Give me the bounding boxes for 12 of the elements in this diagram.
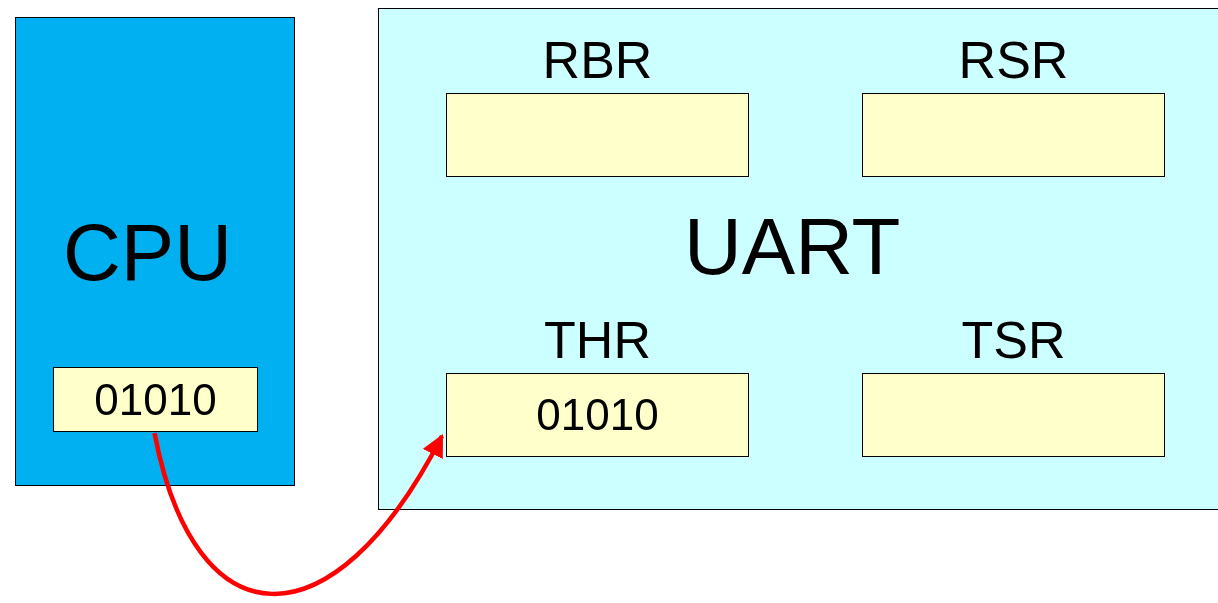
- uart-box: [378, 8, 1218, 510]
- curved-arrow: [152, 432, 444, 596]
- register-name: TSR: [960, 314, 1067, 366]
- register-name: THR: [543, 314, 652, 366]
- block-title: CPU: [63, 213, 232, 293]
- data-box: [53, 367, 258, 432]
- register-name: RSR: [957, 34, 1070, 86]
- block-title: UART: [684, 207, 901, 287]
- data-value: 01010: [94, 377, 217, 422]
- register-name: RBR: [541, 34, 654, 86]
- cpu-box: [15, 17, 295, 486]
- register-value: 01010: [536, 393, 659, 437]
